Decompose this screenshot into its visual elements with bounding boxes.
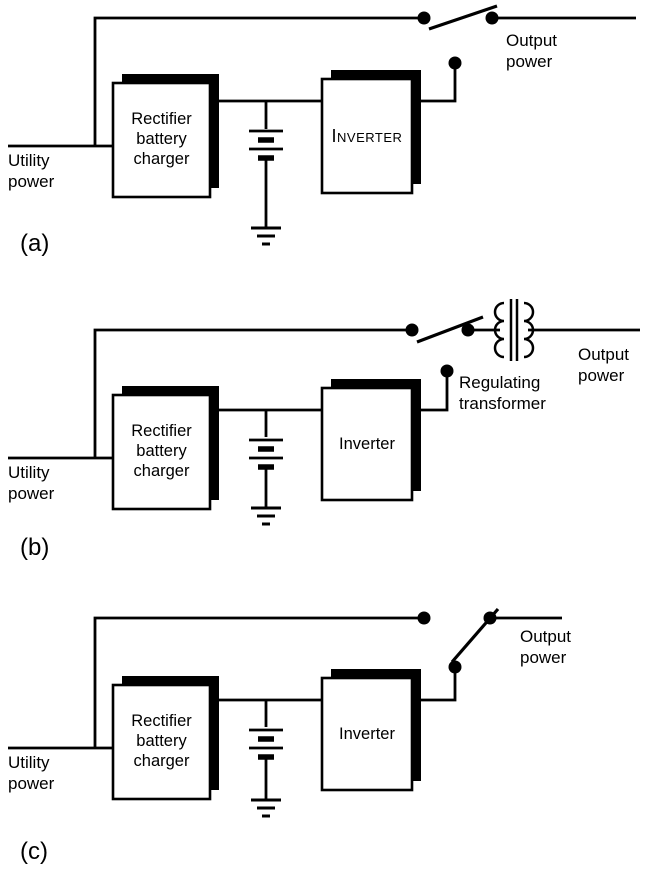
inverter-output-wire-c: [421, 672, 457, 702]
switch-contact-utility-c: [417, 611, 431, 625]
bypass-wire-c: [93, 616, 424, 748]
rectifier-box-label-a: Rectifier battery charger: [131, 110, 192, 168]
inverter-box-b: [320, 379, 421, 502]
inverter-box-label-c: Inverter: [339, 725, 395, 743]
battery-symbol-c: [249, 728, 283, 760]
output-power-label-b: Output power: [578, 345, 630, 385]
battery-symbol-a: [249, 129, 283, 161]
transfer-switch-blade-b: [416, 315, 484, 344]
panel-a-circuit: [8, 4, 636, 246]
switch-contact-inverter-c: [448, 660, 462, 674]
switch-contact-output-a: [485, 11, 499, 25]
rectifier-box-c: [111, 676, 219, 801]
panel-tag-c: (c): [20, 838, 48, 865]
bypass-wire-a: [93, 16, 424, 146]
switch-contact-inverter-b: [440, 364, 454, 378]
rectifier-box-a: [111, 74, 219, 199]
panel-tag-a: (a): [20, 230, 50, 257]
switch-contact-inverter-a: [448, 56, 462, 70]
utility-power-label-a: Utility power: [8, 151, 55, 191]
inverter-box-label-b: Inverter: [339, 435, 395, 453]
rectifier-box-label-b: Rectifier battery charger: [131, 422, 192, 480]
regulating-transformer-symbol-b: [493, 299, 535, 361]
battery-symbol-b: [249, 438, 283, 470]
utility-power-label-c: Utility power: [8, 753, 55, 793]
panel-tag-b: (b): [20, 534, 50, 561]
inverter-output-wire-a: [421, 67, 457, 103]
panel-b-circuit: [8, 299, 640, 526]
panel-c-circuit: [8, 607, 562, 818]
switch-contact-output-b: [461, 323, 475, 337]
inverter-box-a: [320, 70, 421, 195]
output-power-label-c: Output power: [520, 627, 572, 667]
switch-contact-output-c: [483, 611, 497, 625]
rectifier-box-label-c: Rectifier battery charger: [131, 712, 192, 770]
inverter-output-wire-b: [421, 377, 449, 412]
inverter-box-label-a: Inverter: [331, 126, 403, 146]
regulating-transformer-label-b: Regulating transformer: [459, 373, 546, 413]
ground-symbol-c: [251, 798, 281, 818]
utility-power-label-b: Utility power: [8, 463, 55, 503]
bypass-wire-b: [93, 328, 412, 458]
ground-symbol-a: [251, 226, 281, 246]
switch-contact-utility-b: [405, 323, 419, 337]
output-power-label-a: Output power: [506, 31, 558, 71]
transfer-switch-blade-a: [428, 4, 498, 31]
rectifier-box-b: [111, 386, 219, 511]
switch-contact-utility-a: [417, 11, 431, 25]
ground-symbol-b: [251, 506, 281, 526]
inverter-box-c: [320, 669, 421, 792]
